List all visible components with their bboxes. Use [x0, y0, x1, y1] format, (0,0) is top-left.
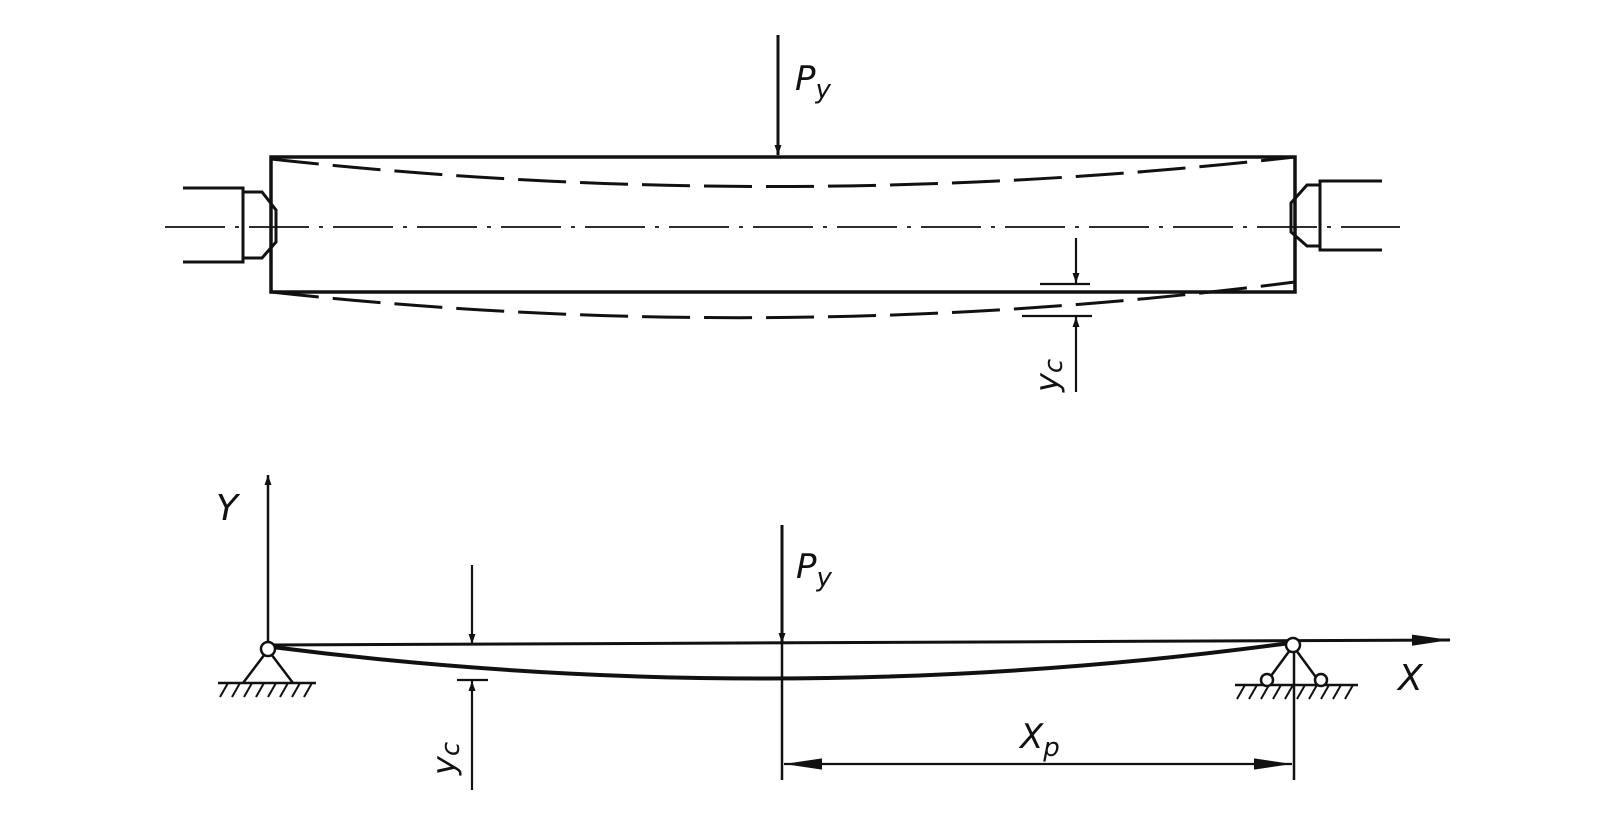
deflected-top-edge	[270, 155, 1296, 189]
beam-model	[218, 475, 1451, 790]
right-roller-support	[1235, 636, 1358, 700]
deflection-dimension-bottom	[457, 565, 488, 790]
right-center	[1289, 179, 1382, 252]
workpiece-view	[165, 35, 1400, 392]
y-axis-label: Y	[216, 488, 241, 529]
x-axis-label: X	[1396, 658, 1424, 699]
x-axis	[267, 634, 1451, 647]
deflection-label-top: yc	[1028, 359, 1069, 393]
elastic-curve	[271, 641, 1291, 681]
left-center	[183, 186, 278, 264]
deflected-bottom-edge	[270, 280, 1296, 320]
deflection-label-bottom: yc	[425, 742, 466, 776]
deflection-dimension-top	[1022, 238, 1092, 392]
left-pin-support	[218, 640, 316, 698]
load-label-top: Py	[795, 59, 832, 105]
load-label-bottom: Py	[796, 547, 833, 593]
distance-label: Xp	[1018, 717, 1060, 763]
workpiece-body	[269, 155, 1297, 294]
